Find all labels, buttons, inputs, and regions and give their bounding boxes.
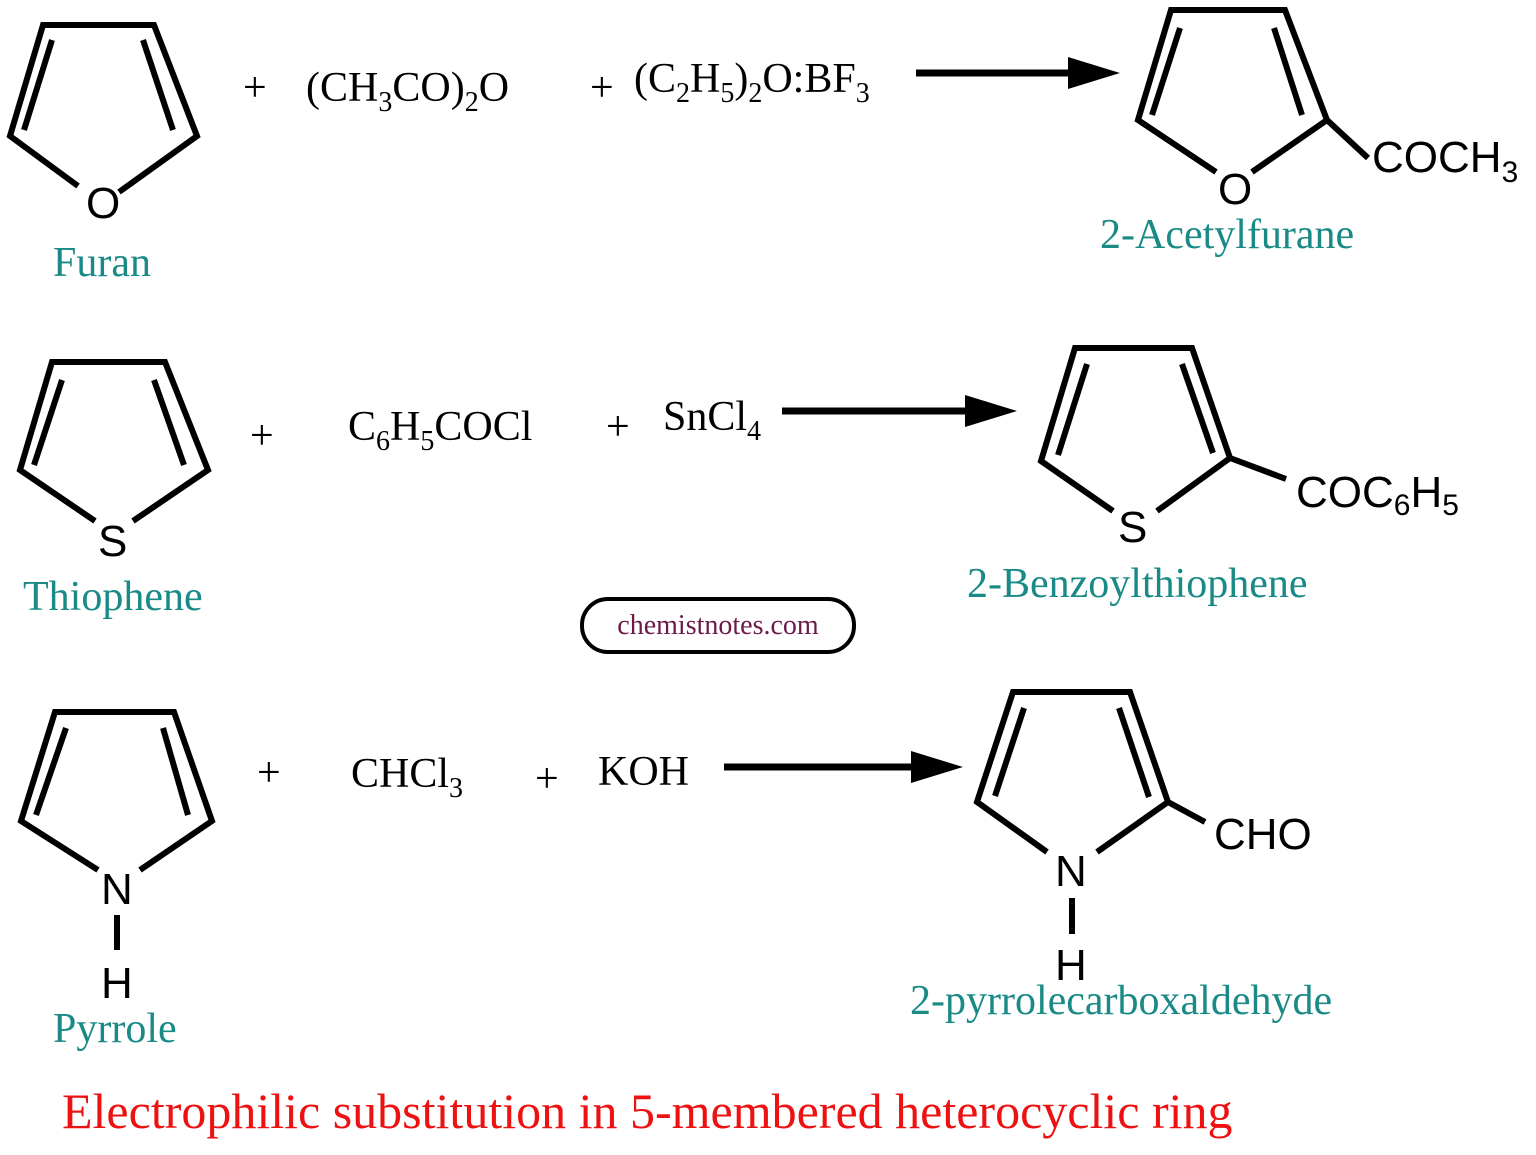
pyrrolecarboxaldehyde-structure: N H CHO (973, 689, 1312, 990)
svg-text:(C2H5)2O:BF3: (C2H5)2O:BF3 (634, 56, 870, 109)
svg-text:S: S (98, 517, 127, 566)
reagent-benzoyl-chloride: + C6H5COCl (250, 404, 532, 459)
svg-text:C6H5COCl: C6H5COCl (348, 404, 532, 457)
benzoylthiophene-structure: S COC6H5 (1037, 345, 1459, 552)
svg-text:O: O (1218, 165, 1252, 214)
reagent-acetic-anhydride: + (CH3CO)2O (243, 65, 509, 118)
reaction-arrow-3 (724, 751, 963, 783)
svg-text:+: + (250, 413, 274, 459)
arrowhead-icon (1068, 57, 1120, 89)
arrowhead-icon (911, 751, 963, 783)
reaction-arrow-2 (782, 395, 1017, 427)
pyrrolecarboxaldehyde-label: 2-pyrrolecarboxaldehyde (910, 978, 1332, 1024)
benzoylthiophene-label: 2-Benzoylthiophene (967, 561, 1308, 607)
reagent-bf3-etherate: + (C2H5)2O:BF3 (590, 56, 870, 111)
diagram-title: Electrophilic substitution in 5-membered… (62, 1083, 1232, 1139)
svg-text:COC6H5: COC6H5 (1296, 468, 1459, 522)
acetylfuran-label: 2-Acetylfurane (1100, 212, 1354, 258)
arrowhead-icon (965, 395, 1017, 427)
acetylfuran-structure: O COCH3 (1134, 7, 1518, 214)
svg-text:+: + (535, 756, 559, 802)
pyrrole-label: Pyrrole (53, 1006, 177, 1052)
svg-text:+: + (590, 65, 614, 111)
svg-text:SnCl4: SnCl4 (663, 394, 761, 447)
svg-text:+: + (257, 750, 281, 796)
reagent-tin-chloride: + SnCl4 (606, 394, 761, 450)
furan-label: Furan (53, 240, 151, 286)
watermark-text: chemistnotes.com (617, 610, 819, 641)
svg-text:CHCl3: CHCl3 (351, 751, 463, 804)
svg-text:N: N (1055, 847, 1087, 896)
svg-text:COCH3: COCH3 (1372, 133, 1518, 189)
svg-text:H: H (101, 959, 133, 1008)
furan-heteroatom: O (86, 179, 120, 228)
svg-text:H: H (1055, 941, 1087, 990)
thiophene-structure: S (16, 359, 212, 566)
furan-structure: O (6, 22, 201, 228)
reagent-koh: + KOH (535, 749, 689, 802)
svg-text:(CH3CO)2O: (CH3CO)2O (306, 65, 509, 118)
svg-text:KOH: KOH (598, 749, 689, 795)
watermark-badge: chemistnotes.com (580, 597, 856, 654)
pyrrole-structure: N H (17, 709, 216, 1008)
svg-text:S: S (1118, 503, 1147, 552)
reagent-chloroform: + CHCl3 (257, 750, 463, 804)
reaction-arrow-1 (916, 57, 1120, 89)
thiophene-label: Thiophene (23, 574, 203, 620)
svg-text:+: + (243, 65, 267, 111)
svg-text:CHO: CHO (1214, 810, 1312, 859)
svg-text:N: N (101, 865, 133, 914)
svg-text:+: + (606, 404, 630, 450)
